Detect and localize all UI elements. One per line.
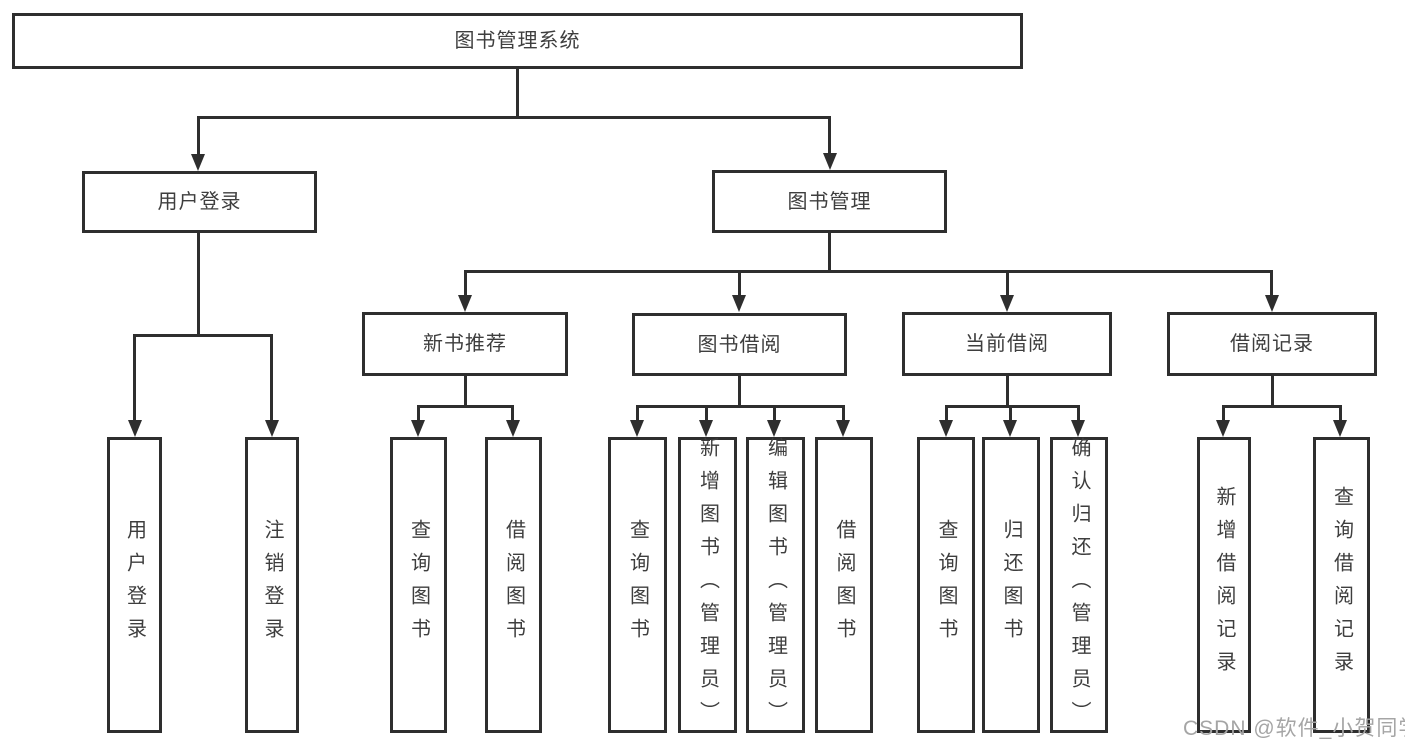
arrow-down-icon bbox=[506, 420, 520, 437]
connector-line bbox=[464, 270, 467, 295]
connector-line bbox=[705, 405, 708, 420]
connector-line bbox=[1222, 405, 1225, 420]
connector-line bbox=[133, 334, 136, 420]
connector-line bbox=[464, 270, 1272, 273]
node-label: 图书管理系统 bbox=[454, 30, 581, 52]
node-user-login: 用户登录 bbox=[82, 171, 317, 233]
connector-line bbox=[738, 270, 741, 295]
arrow-down-icon bbox=[265, 420, 279, 437]
node-label: 图书借阅 bbox=[697, 333, 782, 356]
arrow-down-icon bbox=[767, 420, 781, 437]
leaf-add-book-admin: 新增图书（管理员） bbox=[678, 436, 737, 734]
node-label: 新书推荐 bbox=[423, 333, 507, 355]
arrow-down-icon bbox=[1000, 295, 1014, 312]
connector-line bbox=[636, 405, 639, 420]
node-label: 新增图书（管理员） bbox=[696, 436, 719, 734]
leaf-user-login: 用户登录 bbox=[107, 437, 162, 733]
node-label: 查询图书 bbox=[626, 519, 649, 651]
arrow-down-icon bbox=[732, 295, 746, 312]
arrow-down-icon bbox=[128, 420, 142, 437]
arrow-down-icon bbox=[699, 420, 713, 437]
leaf-logout: 注销登录 bbox=[245, 437, 299, 733]
node-book-borrowing: 图书借阅 bbox=[632, 313, 847, 376]
connector-line bbox=[1222, 405, 1342, 408]
leaf-borrow-books: 借阅图书 bbox=[815, 437, 873, 733]
connector-line bbox=[1006, 376, 1009, 406]
node-label: 用户登录 bbox=[157, 191, 242, 213]
connector-line bbox=[738, 376, 741, 406]
arrow-down-icon bbox=[630, 420, 644, 437]
leaf-query-books-borrowing: 查询图书 bbox=[608, 437, 667, 733]
connector-line bbox=[1009, 405, 1012, 420]
arrow-down-icon bbox=[1333, 420, 1347, 437]
node-label: 当前借阅 bbox=[965, 333, 1049, 355]
connector-line bbox=[1339, 405, 1342, 420]
node-new-book-recommend: 新书推荐 bbox=[362, 312, 568, 376]
arrow-down-icon bbox=[458, 295, 472, 312]
leaf-query-books-current: 查询图书 bbox=[917, 437, 975, 733]
node-label: 查询借阅记录 bbox=[1330, 486, 1353, 684]
leaf-query-borrow-record: 查询借阅记录 bbox=[1313, 437, 1370, 733]
node-label: 注销登录 bbox=[261, 519, 283, 651]
node-borrow-records: 借阅记录 bbox=[1167, 312, 1377, 376]
connector-line bbox=[511, 405, 514, 420]
connector-line bbox=[1271, 376, 1274, 406]
connector-line bbox=[842, 405, 845, 420]
node-current-borrowing: 当前借阅 bbox=[902, 312, 1112, 376]
connector-line bbox=[197, 116, 831, 119]
connector-line bbox=[197, 233, 200, 335]
node-label: 确认归还（管理员） bbox=[1068, 436, 1090, 734]
node-label: 借阅图书 bbox=[502, 519, 525, 651]
leaf-query-books-recommend: 查询图书 bbox=[390, 437, 447, 733]
node-label: 借阅记录 bbox=[1230, 333, 1314, 355]
arrow-down-icon bbox=[1071, 420, 1085, 437]
connector-line bbox=[516, 69, 519, 117]
connector-line bbox=[417, 405, 420, 420]
connector-line bbox=[945, 405, 1080, 408]
node-label: 编辑图书（管理员） bbox=[764, 436, 787, 734]
node-label: 归还图书 bbox=[1000, 519, 1022, 651]
connector-line bbox=[464, 376, 467, 406]
node-label: 用户登录 bbox=[123, 519, 146, 651]
arrow-down-icon bbox=[1265, 295, 1279, 312]
node-label: 借阅图书 bbox=[833, 519, 855, 651]
connector-line bbox=[1006, 270, 1009, 295]
connector-line bbox=[417, 405, 514, 408]
leaf-return-books: 归还图书 bbox=[982, 437, 1040, 733]
connector-line bbox=[945, 405, 948, 420]
connector-line bbox=[636, 405, 845, 408]
connector-line bbox=[1077, 405, 1080, 420]
node-label: 图书管理 bbox=[787, 190, 872, 213]
connector-line bbox=[197, 116, 200, 154]
arrow-down-icon bbox=[191, 154, 205, 171]
arrow-down-icon bbox=[939, 420, 953, 437]
node-label: 新增借阅记录 bbox=[1213, 486, 1235, 684]
node-book-management: 图书管理 bbox=[712, 170, 947, 233]
connector-line bbox=[773, 405, 776, 420]
arrow-down-icon bbox=[823, 153, 837, 170]
arrow-down-icon bbox=[1216, 420, 1230, 437]
leaf-confirm-return-admin: 确认归还（管理员） bbox=[1050, 436, 1108, 734]
leaf-add-borrow-record: 新增借阅记录 bbox=[1197, 437, 1251, 733]
node-label: 查询图书 bbox=[407, 519, 430, 651]
arrow-down-icon bbox=[411, 420, 425, 437]
connector-line bbox=[828, 116, 831, 153]
leaf-edit-book-admin: 编辑图书（管理员） bbox=[746, 436, 805, 734]
node-library-system: 图书管理系统 bbox=[12, 13, 1023, 69]
arrow-down-icon bbox=[836, 420, 850, 437]
connector-line bbox=[1270, 270, 1273, 295]
arrow-down-icon bbox=[1003, 420, 1017, 437]
node-label: 查询图书 bbox=[935, 519, 957, 651]
connector-line bbox=[270, 334, 273, 420]
watermark-text: CSDN @软件_小贺同学 bbox=[1183, 717, 1405, 740]
connector-line bbox=[133, 334, 272, 337]
leaf-borrow-books-recommend: 借阅图书 bbox=[485, 437, 542, 733]
connector-line bbox=[828, 233, 831, 272]
